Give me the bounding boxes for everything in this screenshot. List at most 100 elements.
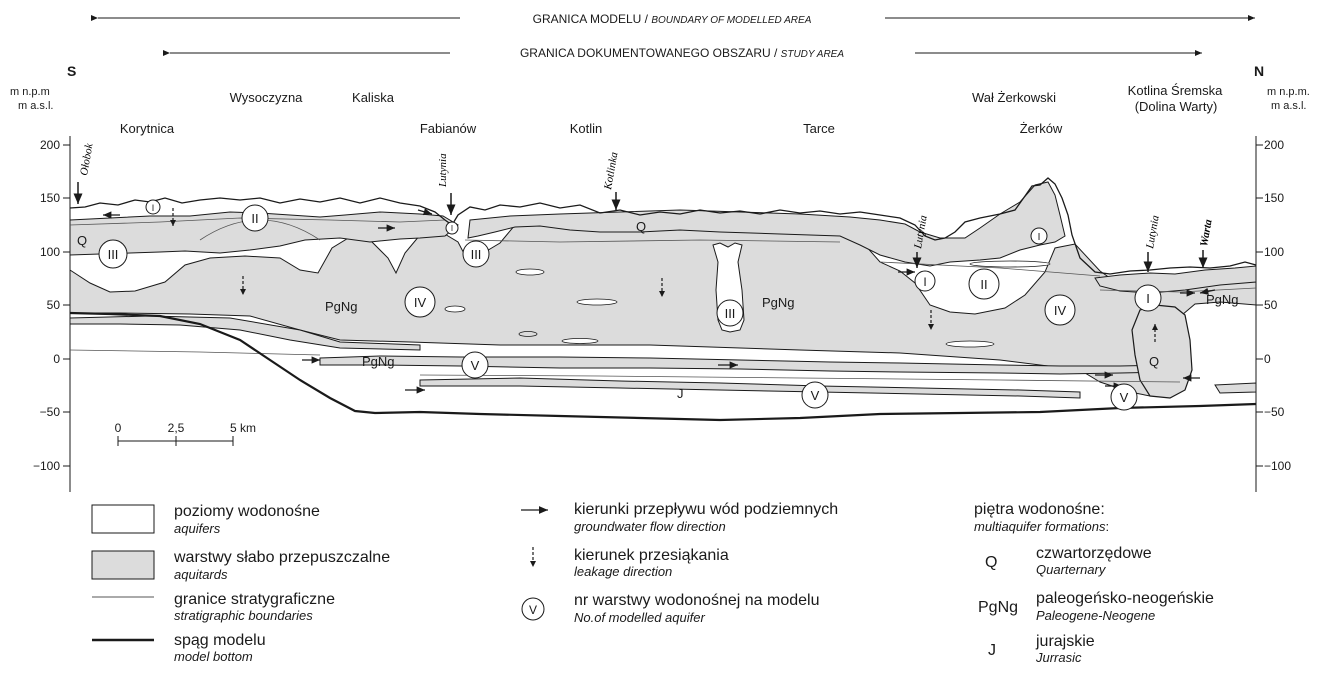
right-unit-en: m a.s.l. [1271, 100, 1306, 112]
aquifer-marker: V [802, 382, 828, 408]
svg-text:IV: IV [414, 295, 427, 310]
aquifer-number-symbol: V [529, 603, 537, 617]
right-unit-pl: m n.p.m. [1267, 86, 1310, 98]
left-tick: −100 [33, 459, 60, 473]
unit-q: Q [77, 233, 87, 248]
scale-label: 0 [115, 421, 122, 435]
svg-text:IV: IV [1054, 303, 1067, 318]
legend: poziomy wodonośne aquifers warstwy słabo… [92, 501, 1214, 665]
aquifer-marker: I [446, 222, 458, 234]
left-tick: 50 [47, 298, 61, 312]
right-tick: 100 [1264, 245, 1284, 259]
unit-q: Q [636, 219, 646, 234]
unit-pgng: PgNg [362, 354, 395, 369]
left-tick: 150 [40, 191, 60, 205]
legend-nr-en: No.of modelled aquifer [574, 610, 705, 625]
river-warta: Warta [1198, 218, 1215, 247]
legend-pgng-symbol: PgNg [978, 599, 1018, 616]
svg-text:V: V [1120, 390, 1129, 405]
south-label: S [67, 63, 76, 79]
aquitard-swatch [92, 551, 154, 579]
left-unit-en: m a.s.l. [18, 100, 53, 112]
unit-pgng: PgNg [325, 299, 358, 314]
aquifer-marker: III [717, 300, 743, 326]
aquifer-marker: IV [405, 287, 435, 317]
place-korytnica: Korytnica [120, 121, 175, 136]
aquifer-marker: IV [1045, 295, 1075, 325]
place-tarce: Tarce [803, 121, 835, 136]
legend-aquifers-en: aquifers [174, 521, 221, 536]
scale-label: 5 km [230, 421, 256, 435]
place-zerkow: Żerków [1020, 121, 1063, 136]
legend-leak-en: leakage direction [574, 564, 672, 579]
legend-j-en: Jurrasic [1035, 650, 1082, 665]
unit-q: Q [1149, 354, 1159, 369]
legend-bottom-pl: spąg modelu [174, 632, 266, 649]
place-names: Korytnica Wysoczyzna Kaliska Fabianów Ko… [120, 83, 1223, 136]
svg-text:I: I [152, 203, 155, 213]
aquifer-marker: III [463, 241, 489, 267]
aquitard-lens-j [420, 378, 1080, 398]
legend-pgng-en: Paleogene-Neogene [1036, 608, 1155, 623]
svg-text:I: I [451, 224, 453, 233]
legend-aquifers-pl: poziomy wodonośne [174, 503, 320, 520]
study-area-en: STUDY AREA [781, 49, 845, 60]
left-unit-pl: m n.p.m [10, 86, 50, 98]
right-tick: 0 [1264, 352, 1271, 366]
svg-text:V: V [471, 358, 480, 373]
left-tick: 200 [40, 138, 60, 152]
svg-text:III: III [108, 247, 119, 262]
aquifer-marker: V [462, 352, 488, 378]
legend-flow-pl: kierunki przepływu wód podziemnych [574, 501, 838, 518]
left-tick: 100 [40, 245, 60, 259]
unit-j: J [677, 386, 684, 401]
legend-multi-en: multiaquifer formations [974, 519, 1106, 534]
right-tick: 150 [1264, 191, 1284, 205]
svg-text:multiaquifer formations:: multiaquifer formations: [974, 519, 1109, 534]
aquifer-marker: I [146, 200, 160, 214]
model-boundary-en: BOUNDARY OF MODELLED AREA [651, 15, 811, 26]
legend-bottom-en: model bottom [174, 649, 253, 664]
place-dolina-warty: (Dolina Warty) [1135, 99, 1218, 114]
place-wal-zerkowski: Wał Żerkowski [972, 90, 1056, 105]
place-fabianow: Fabianów [420, 121, 477, 136]
legend-pgng-pl: paleogeńsko-neogeńskie [1036, 590, 1214, 607]
aquifer-marker: II [969, 269, 999, 299]
svg-text:V: V [811, 388, 820, 403]
svg-text:III: III [725, 306, 736, 321]
legend-multi-pl: piętra wodonośne: [974, 501, 1105, 518]
unit-pgng: PgNg [1206, 292, 1239, 307]
svg-text:I: I [1146, 291, 1150, 306]
right-tick: −100 [1264, 459, 1291, 473]
svg-text:III: III [471, 247, 482, 262]
svg-text:GRANICA DOKUMENTOWANEGO OBSZAR: GRANICA DOKUMENTOWANEGO OBSZARU / STUDY … [520, 46, 844, 60]
aquifer-marker: I [915, 271, 935, 291]
river-lutynia: Lutynia [437, 153, 449, 188]
legend-q-symbol: Q [985, 554, 997, 571]
aquifer-marker: V [1111, 384, 1137, 410]
aquifer-marker: III [99, 240, 127, 268]
place-kaliska: Kaliska [352, 90, 395, 105]
right-tick: 50 [1264, 298, 1278, 312]
legend-leak-pl: kierunek przesiąkania [574, 547, 729, 564]
right-tick: 200 [1264, 138, 1284, 152]
legend-strat-en: stratigraphic boundaries [174, 608, 313, 623]
right-tick: −50 [1264, 405, 1285, 419]
unit-pgng: PgNg [762, 295, 795, 310]
place-wysoczyzna: Wysoczyzna [230, 90, 304, 105]
place-kotlin: Kotlin [570, 121, 603, 136]
legend-j-symbol: J [988, 642, 996, 659]
model-boundary: GRANICA MODELU / BOUNDARY OF MODELLED AR… [98, 12, 1255, 26]
left-axis: S m n.p.m m a.s.l. 200 150 100 50 0 −50 … [10, 63, 76, 492]
aquifer-marker: I [1031, 228, 1047, 244]
aquifer-marker: I [1135, 285, 1161, 311]
right-axis: N m n.p.m. m a.s.l. 200 150 100 50 0 −50… [1254, 63, 1310, 492]
left-tick: 0 [53, 352, 60, 366]
legend-q-pl: czwartorzędowe [1036, 545, 1152, 562]
north-label: N [1254, 63, 1264, 79]
scale-bar: 0 2,5 5 km [115, 421, 256, 446]
place-kotlina-sremska: Kotlina Śremska [1128, 83, 1223, 98]
left-tick: −50 [40, 405, 61, 419]
svg-text:I: I [1038, 232, 1041, 243]
